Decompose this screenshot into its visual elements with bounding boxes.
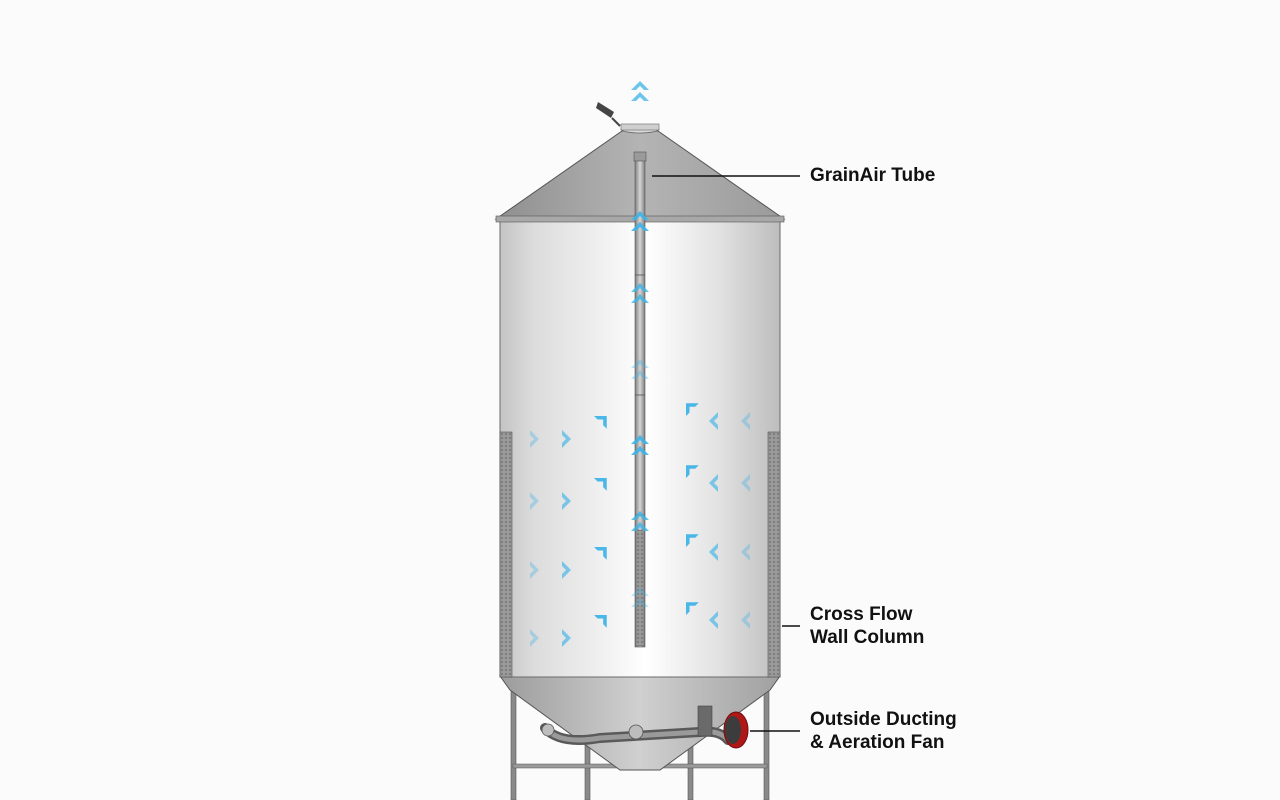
- cross-flow-label-line-1: Cross Flow: [810, 604, 913, 625]
- cross-flow-wall-column-label: Cross Flow Wall Column: [810, 603, 924, 649]
- outside-ducting: [540, 705, 733, 745]
- grainair-tube-label-text: GrainAir Tube: [810, 165, 936, 186]
- outside-ducting-label-line-1: Outside Ducting: [810, 709, 957, 730]
- grainair-tube-label: GrainAir Tube: [810, 164, 935, 187]
- roof-lid-latch: [596, 102, 621, 127]
- airflow-arrow-icon: [631, 81, 649, 101]
- callout-leader-lines: [652, 175, 800, 732]
- cross-flow-wall-column: [499, 431, 781, 678]
- outside-ducting-label-line-2: & Aeration Fan: [810, 732, 945, 753]
- outside-ducting-label: Outside Ducting & Aeration Fan: [810, 708, 957, 754]
- cross-flow-label-line-2: Wall Column: [810, 627, 925, 648]
- aeration-fan: [723, 711, 749, 749]
